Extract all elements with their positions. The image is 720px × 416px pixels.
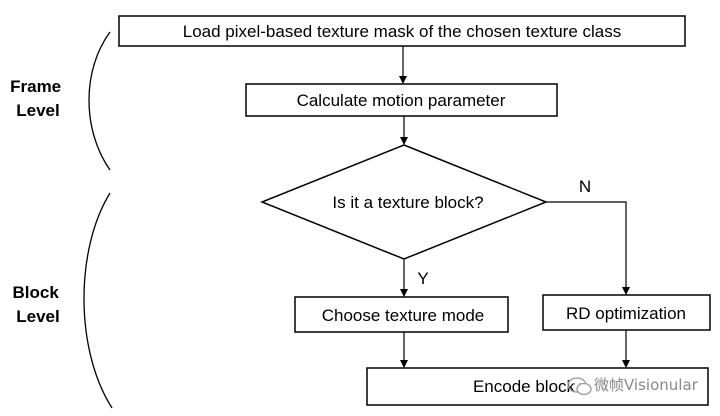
rd-optimization-box xyxy=(542,294,711,331)
frame-level-brace xyxy=(88,31,111,171)
choose-texture-mode-label: Choose texture mode xyxy=(322,306,485,325)
block-level-brace xyxy=(83,192,113,409)
calc-motion-box xyxy=(245,83,558,117)
frame-level-label-line1: Frame xyxy=(10,77,61,96)
load-mask-label: Load pixel-based texture mask of the cho… xyxy=(183,22,621,41)
watermark: 微帧Visionular xyxy=(567,376,699,396)
edge-label-no: N xyxy=(579,177,591,196)
arrow-decision-no-to-rd xyxy=(546,201,630,295)
wechat-bubble-icon xyxy=(567,377,592,396)
texture-block-decision-label: Is it a texture block? xyxy=(332,193,483,212)
choose-texture-mode-box xyxy=(294,296,509,333)
encode-block-box xyxy=(366,367,709,406)
block-level-label: Block Level xyxy=(12,283,63,326)
block-level-label-line2: Level xyxy=(16,307,59,326)
block-level-label-line1: Block xyxy=(12,283,59,302)
watermark-label: 微帧Visionular xyxy=(594,376,699,394)
frame-level-label: Frame Level xyxy=(10,77,66,120)
rd-optimization-label: RD optimization xyxy=(566,304,686,323)
frame-level-label-line2: Level xyxy=(16,101,59,120)
edge-label-yes: Y xyxy=(417,269,428,288)
encode-block-label: Encode block xyxy=(473,377,576,396)
calc-motion-label: Calculate motion parameter xyxy=(297,91,506,110)
load-mask-box xyxy=(118,15,686,47)
